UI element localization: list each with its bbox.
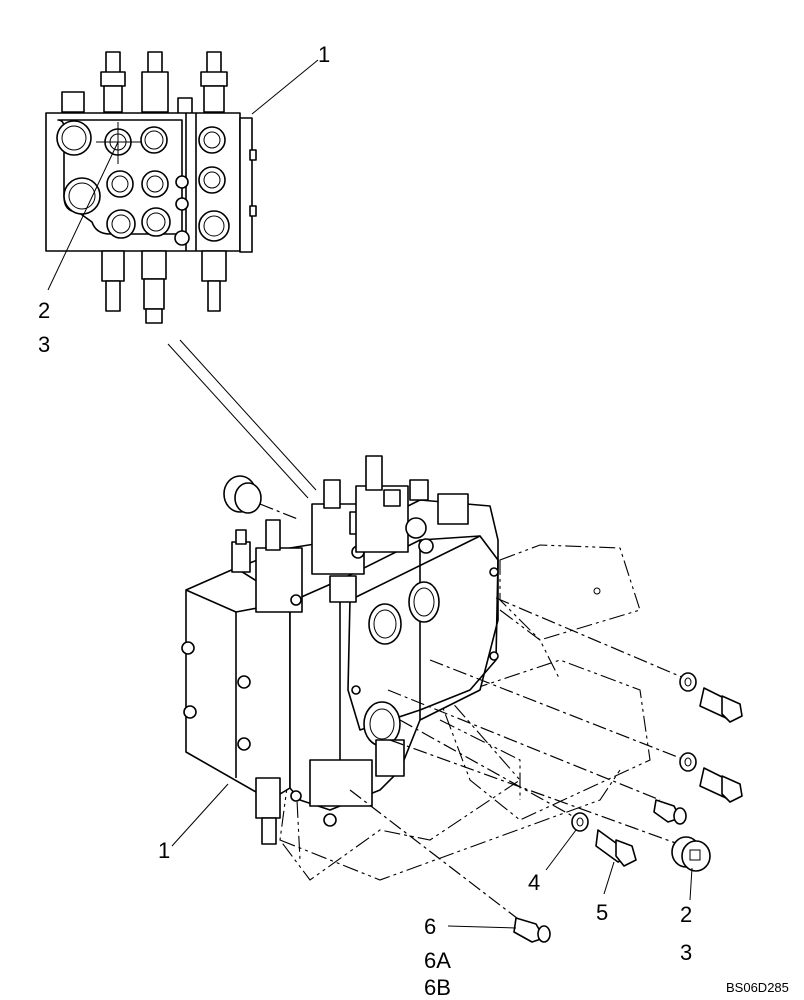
callout-top-2: 2	[38, 298, 50, 323]
control-valve-assembly	[181, 455, 499, 845]
bolt-upper	[679, 672, 743, 723]
valve-end-view	[45, 51, 319, 324]
callout-main-1: 1	[158, 838, 170, 863]
rear-plug	[223, 475, 301, 521]
callout-3: 3	[680, 940, 692, 965]
bolt-item-5	[595, 829, 637, 867]
callout-top-3: 3	[38, 332, 50, 357]
bolt-middle	[679, 752, 743, 803]
callout-2: 2	[680, 902, 692, 927]
callout-6a: 6A	[424, 948, 451, 973]
end-plate	[239, 117, 253, 253]
plug-item-2	[671, 836, 711, 872]
drawing-reference: BS06D285	[726, 980, 789, 995]
callout-5: 5	[596, 900, 608, 925]
bottom-spools	[101, 250, 227, 324]
callout-top-1: 1	[318, 42, 330, 67]
callout-6: 6	[424, 914, 436, 939]
assembly-lines	[349, 597, 685, 923]
fitting	[653, 799, 687, 825]
callout-6b: 6B	[424, 975, 451, 1000]
top-spools	[61, 51, 228, 115]
washer-item-4	[571, 812, 589, 832]
callout-4: 4	[528, 870, 540, 895]
fitting-item-6	[513, 917, 551, 943]
spool-towers	[231, 455, 469, 613]
